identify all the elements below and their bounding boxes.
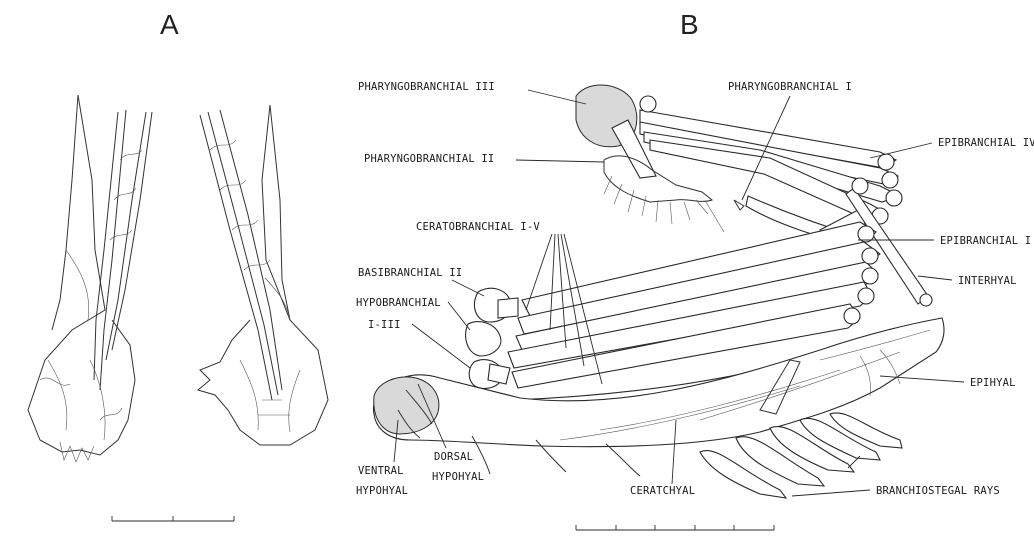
label-pharyngobranchial-iii: PHARYNGOBRANCHIAL III bbox=[358, 81, 586, 104]
panel-a-left-drawing bbox=[28, 95, 152, 462]
label-dorsal-hypohyal-text-1: DORSAL bbox=[434, 451, 473, 463]
label-basibranchial-ii-text: BASIBRANCHIAL II bbox=[358, 267, 462, 279]
label-interhyal: INTERHYAL bbox=[918, 275, 1017, 287]
panel-b-scale-bar bbox=[576, 525, 774, 530]
label-epihyal: EPIHYAL bbox=[880, 376, 1016, 389]
label-dorsal-hypohyal-text-2: HYPOHYAL bbox=[432, 471, 484, 483]
label-epihyal-text: EPIHYAL bbox=[970, 377, 1016, 389]
panel-a-right-drawing bbox=[198, 105, 328, 445]
label-epibranchial-i-text: EPIBRANCHIAL I bbox=[940, 235, 1031, 247]
label-ceratohyal-text: CERATCHYAL bbox=[630, 485, 695, 497]
label-epibranchial-iv-text: EPIBRANCHIAL IV bbox=[938, 137, 1034, 149]
label-pharyngobranchial-ii-text: PHARYNGOBRANCHIAL II bbox=[364, 153, 494, 165]
panel-letter-b: B bbox=[680, 9, 699, 40]
label-ceratobranchial-text: CERATOBRANCHIAL I-V bbox=[416, 221, 540, 233]
label-pharyngobranchial-i-text: PHARYNGOBRANCHIAL I bbox=[728, 81, 852, 93]
label-ventral-hypohyal-text-1: VENTRAL bbox=[358, 465, 404, 477]
panel-letter-a: A bbox=[160, 9, 179, 40]
panel-a-scale-bar bbox=[112, 516, 234, 521]
label-interhyal-text: INTERHYAL bbox=[958, 275, 1017, 287]
label-hypobranchial-range-text: I-III bbox=[368, 319, 401, 331]
label-basibranchial-ii: BASIBRANCHIAL II bbox=[358, 267, 484, 296]
panel-b-drawing bbox=[373, 85, 944, 498]
label-hypobranchial-text: HYPOBRANCHIAL bbox=[356, 297, 441, 309]
label-branchiostegal-rays-text: BRANCHIOSTEGAL RAYS bbox=[876, 485, 1000, 497]
label-hypobranchial: HYPOBRANCHIAL I-III bbox=[356, 297, 470, 368]
label-pharyngobranchial-iii-text: PHARYNGOBRANCHIAL III bbox=[358, 81, 495, 93]
label-pharyngobranchial-ii: PHARYNGOBRANCHIAL II bbox=[364, 153, 604, 165]
label-epibranchial-iv: EPIBRANCHIAL IV bbox=[870, 137, 1034, 158]
label-ventral-hypohyal-text-2: HYPOHYAL bbox=[356, 485, 408, 497]
